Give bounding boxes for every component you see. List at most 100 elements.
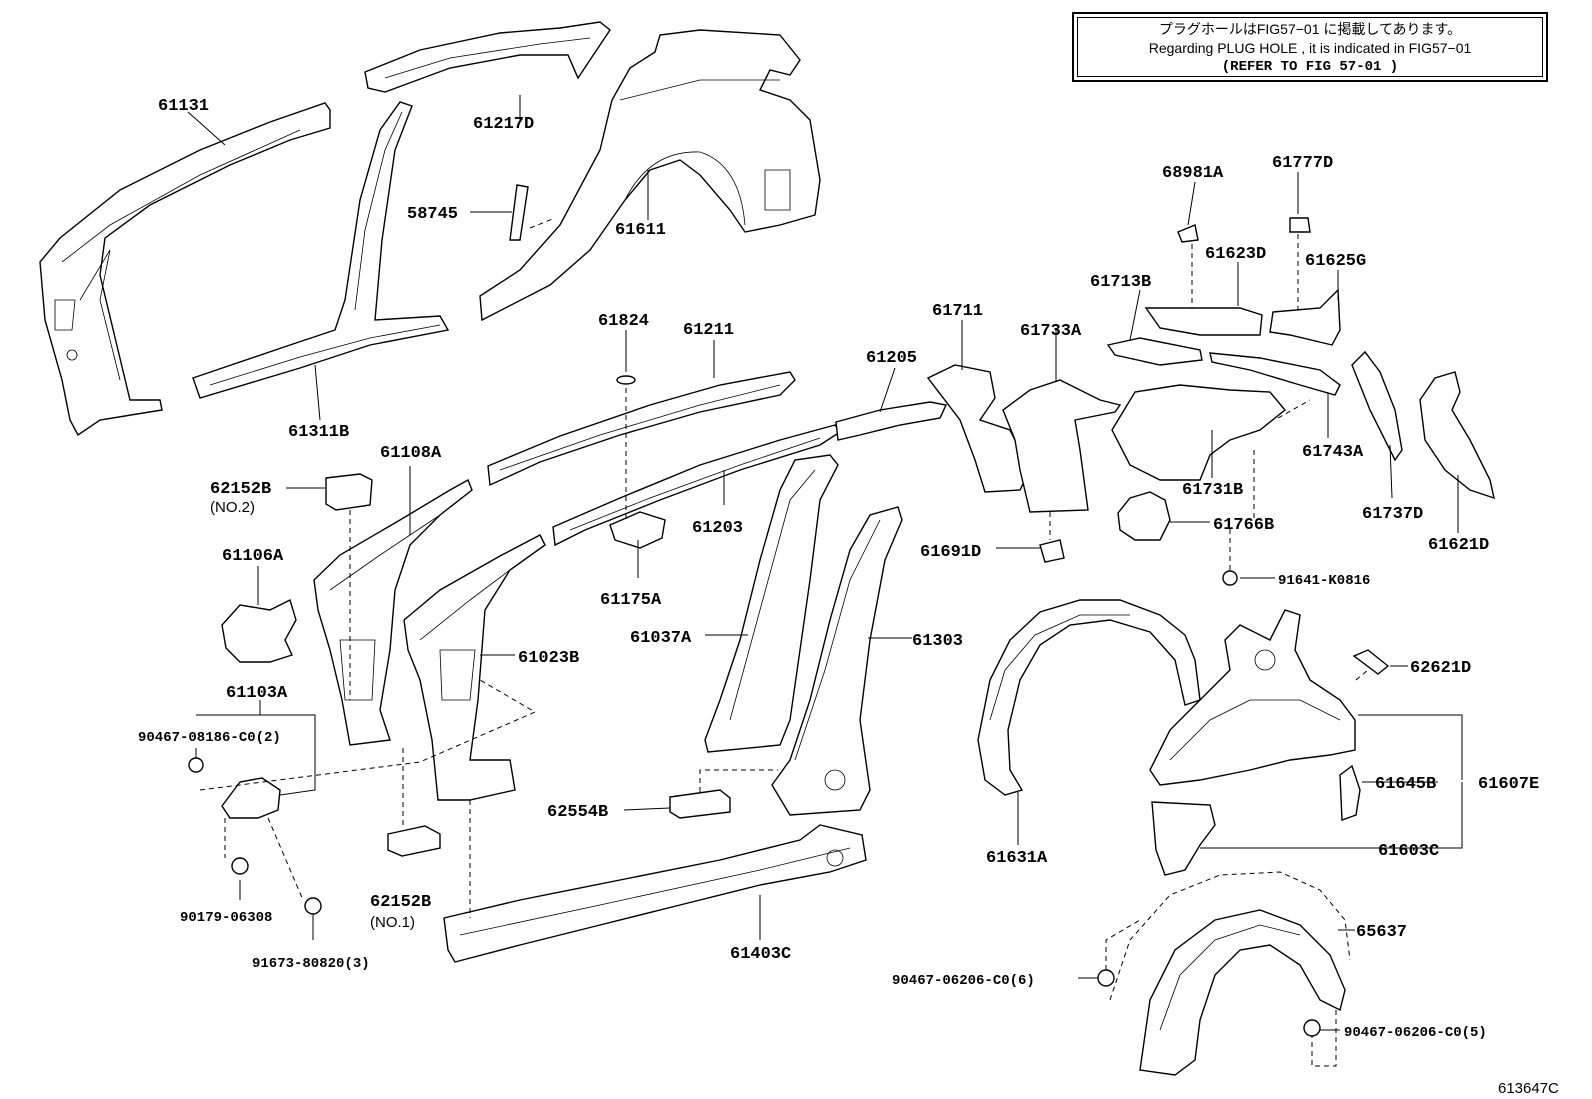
part-61611-shape (479, 29, 821, 322)
label-61403C: 61403C (730, 945, 791, 964)
part-61691D-shape (1039, 539, 1065, 563)
part-61607E-shape (1149, 609, 1356, 786)
plug-hole-notice-inner: プラグホールはFIG57−01 に掲載してあります。 Regarding PLU… (1077, 17, 1543, 77)
part-61824-shape (616, 375, 636, 385)
label-61713B: 61713B (1090, 273, 1151, 292)
part-61303-shape (771, 506, 903, 816)
part-61103A-shape (221, 777, 281, 819)
label-91673-80820: 91673-80820(3) (252, 956, 370, 972)
part-61108A-shape (313, 479, 473, 746)
part-62621D-shape (1352, 649, 1390, 675)
part-61743A-shape (1209, 352, 1341, 396)
clip-90467-6-shape (1097, 969, 1115, 987)
notice-line-english: Regarding PLUG HOLE , it is indicated in… (1148, 40, 1472, 56)
label-61611: 61611 (615, 221, 666, 240)
label-61311B: 61311B (288, 423, 349, 442)
label-61217D: 61217D (473, 115, 534, 134)
label-61175A: 61175A (600, 591, 662, 610)
part-61603C-shape (1151, 801, 1216, 876)
part-62152B-no2-shape (325, 473, 373, 511)
label-61777D: 61777D (1272, 154, 1333, 173)
label-91641-K0816: 91641-K0816 (1278, 573, 1370, 589)
plug-hole-notice: プラグホールはFIG57−01 に掲載してあります。 Regarding PLU… (1072, 12, 1548, 82)
label-61766B: 61766B (1213, 516, 1274, 535)
part-61311B-shape (192, 101, 450, 399)
part-61623D-shape (1144, 307, 1263, 336)
label-62621D: 62621D (1410, 659, 1471, 678)
part-61023B-shape (403, 534, 546, 801)
part-61737D-shape (1351, 350, 1403, 462)
part-61037A-shape (704, 454, 839, 753)
part-61403C-shape (443, 824, 867, 963)
label-61621D: 61621D (1428, 536, 1489, 555)
part-61766B-shape (1117, 491, 1171, 541)
label-62152B-no1: 62152B (370, 893, 431, 912)
label-61108A: 61108A (380, 444, 442, 463)
label-65637: 65637 (1356, 923, 1407, 942)
bolt-90467-08186-shape (188, 757, 204, 773)
part-61777D-shape (1289, 217, 1311, 233)
label-90467-06206-5: 90467-06206-C0(5) (1344, 1025, 1487, 1041)
label-61711: 61711 (932, 302, 983, 321)
part-65637-shape (1139, 909, 1346, 1076)
part-61713B-shape (1106, 337, 1203, 366)
label-62554B: 62554B (547, 803, 608, 822)
label-68981A: 68981A (1162, 164, 1224, 183)
label-61625G: 61625G (1305, 252, 1366, 271)
notice-line-refer: (REFER TO FIG 57-01 ) (1221, 59, 1399, 75)
notice-line-japanese: プラグホールはFIG57−01 に掲載してあります。 (1158, 21, 1462, 37)
label-61037A: 61037A (630, 629, 692, 648)
label-62152B-no2-note: (NO.2) (210, 499, 255, 516)
label-61743A: 61743A (1302, 443, 1364, 462)
clip-90467-5-shape (1303, 1019, 1321, 1037)
label-61023B: 61023B (518, 649, 579, 668)
label-90467-08186: 90467-08186-C0(2) (138, 730, 281, 746)
label-90179-06308: 90179-06308 (180, 910, 272, 926)
part-65637-phantom (1109, 871, 1351, 1001)
bolt-90179-shape (231, 857, 249, 875)
part-68981A-shape (1177, 224, 1199, 243)
part-61645B-shape (1339, 764, 1361, 821)
part-62152B-no1-shape (387, 825, 441, 857)
part-61131-shape (39, 102, 331, 437)
label-61731B: 61731B (1182, 481, 1243, 500)
label-61631A: 61631A (986, 849, 1048, 868)
label-62152B-no1-note: (NO.1) (370, 914, 415, 931)
part-61106A-shape (221, 599, 297, 663)
label-61737D: 61737D (1362, 505, 1423, 524)
label-61103A: 61103A (226, 684, 288, 703)
label-61303: 61303 (912, 632, 963, 651)
label-61733A: 61733A (1020, 322, 1082, 341)
label-61645B: 61645B (1375, 775, 1436, 794)
label-61211: 61211 (683, 321, 734, 340)
part-61205-shape (835, 401, 948, 441)
part-61217D-shape (364, 21, 611, 93)
part-61621D-shape (1419, 371, 1495, 500)
part-62554B-shape (669, 789, 731, 819)
label-61603C: 61603C (1378, 842, 1439, 861)
label-61607E: 61607E (1478, 775, 1539, 794)
figure-code: 613647C (1498, 1080, 1559, 1097)
label-61106A: 61106A (222, 547, 284, 566)
part-61625G-shape (1269, 288, 1341, 346)
part-61211-shape (487, 371, 796, 487)
label-61131: 61131 (158, 97, 209, 116)
part-58745-shape (509, 184, 529, 241)
part-61731B-shape (1111, 384, 1286, 481)
label-58745: 58745 (407, 205, 458, 224)
bolt-91641-shape (1222, 570, 1238, 586)
part-61203-shape (552, 424, 841, 547)
bolt-91673-shape (304, 897, 322, 915)
leader-lines (187, 95, 1463, 1031)
label-62152B-no2: 62152B (210, 480, 271, 499)
part-61733A-shape (1002, 379, 1122, 513)
assembly-dashed-lines (199, 217, 1369, 1067)
label-61623D: 61623D (1205, 245, 1266, 264)
part-61631A-shape (977, 599, 1201, 796)
label-61203: 61203 (692, 519, 743, 538)
part-labels: 61131 61217D 58745 61611 61311B 61824 61… (138, 97, 1559, 1097)
part-61175A-shape (609, 511, 666, 549)
label-61205: 61205 (866, 349, 917, 368)
